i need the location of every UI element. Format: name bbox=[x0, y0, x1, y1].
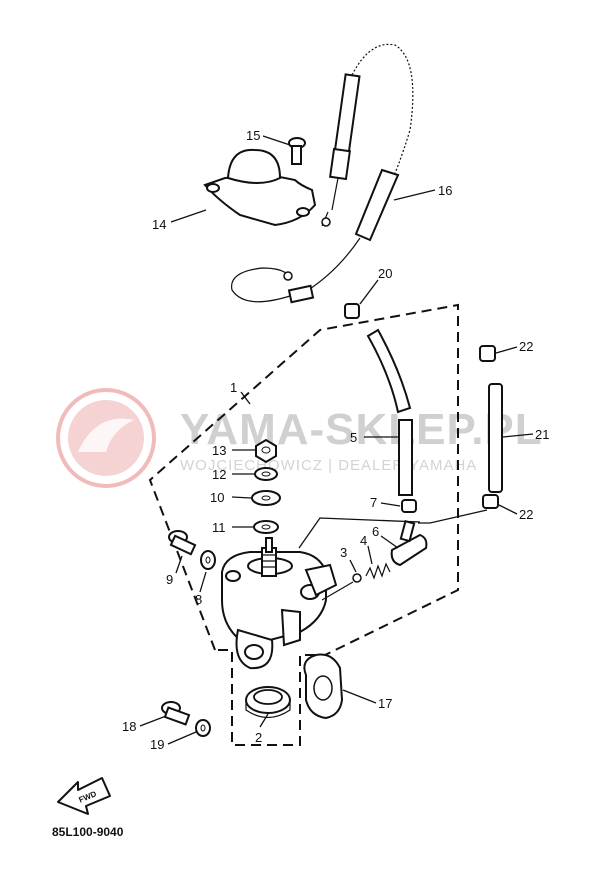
callout-5: 5 bbox=[350, 430, 357, 445]
part-10-washer bbox=[251, 490, 281, 506]
callout-11: 11 bbox=[212, 520, 226, 535]
watermark: YAMA-SKLEP.PL WOJCIECHOWICZ | DEALER YAM… bbox=[56, 388, 543, 488]
callout-12: 12 bbox=[212, 467, 226, 482]
callout-19: 19 bbox=[150, 737, 164, 752]
callout-22-bottom: 22 bbox=[519, 507, 533, 522]
watermark-brand: YAMA-SKLEP.PL bbox=[180, 405, 543, 454]
part-14-cover bbox=[203, 148, 317, 227]
part-7-clip bbox=[401, 499, 417, 513]
part-21-hose bbox=[488, 383, 503, 493]
part-1-oil-pump-body bbox=[221, 537, 338, 670]
fwd-arrow-icon: FWD bbox=[57, 777, 111, 815]
callout-7: 7 bbox=[370, 495, 377, 510]
callout-17: 17 bbox=[378, 696, 392, 711]
callout-10: 10 bbox=[210, 490, 224, 505]
callout-18: 18 bbox=[122, 719, 136, 734]
part-8-washer bbox=[200, 550, 216, 570]
callout-21: 21 bbox=[535, 427, 549, 442]
part-19-washer bbox=[195, 719, 211, 737]
diagram-code: 85L100-9040 bbox=[52, 825, 124, 839]
callout-16: 16 bbox=[438, 183, 452, 198]
callout-9: 9 bbox=[166, 572, 173, 587]
callout-8: 8 bbox=[195, 592, 202, 607]
callout-4: 4 bbox=[360, 533, 367, 548]
callout-1: 1 bbox=[230, 380, 237, 395]
callout-13: 13 bbox=[212, 443, 226, 458]
callout-numbers: 1 2 3 4 5 6 7 8 9 10 11 12 13 14 15 16 1… bbox=[122, 128, 549, 752]
callout-6: 6 bbox=[372, 524, 379, 539]
part-2-oil-seal bbox=[245, 686, 291, 719]
part-9-bolt bbox=[168, 530, 197, 556]
part-20-clip bbox=[344, 303, 360, 319]
callout-2: 2 bbox=[255, 730, 262, 745]
part-6-fitting bbox=[390, 520, 428, 567]
callout-15: 15 bbox=[246, 128, 260, 143]
part-11-washer bbox=[253, 520, 279, 534]
part-16-cable bbox=[230, 43, 414, 304]
part-12-washer bbox=[254, 467, 278, 481]
part-22-clip-bottom bbox=[482, 494, 499, 509]
leader-lines bbox=[139, 135, 534, 745]
part-15-screw bbox=[288, 137, 306, 165]
part-5-hose bbox=[366, 328, 413, 496]
part-13-nut bbox=[255, 438, 277, 464]
callout-3: 3 bbox=[340, 545, 347, 560]
part-17-gasket bbox=[303, 653, 344, 720]
part-18-bolt bbox=[161, 701, 191, 726]
callout-20: 20 bbox=[378, 266, 392, 281]
watermark-logo-icon bbox=[56, 388, 156, 488]
part-3-ball bbox=[352, 573, 362, 583]
callout-14: 14 bbox=[152, 217, 166, 232]
part-4-spring bbox=[365, 562, 391, 580]
callout-22-top: 22 bbox=[519, 339, 533, 354]
part-22-clip-top bbox=[479, 345, 496, 362]
